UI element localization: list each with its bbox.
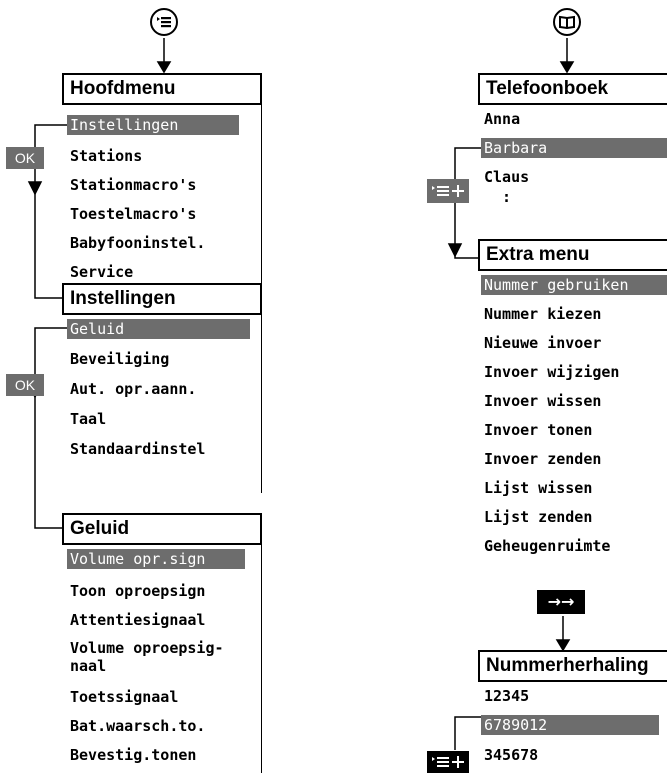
menu-item[interactable]: Invoer wijzigen [484, 363, 620, 381]
redial-entry[interactable]: 12345 [484, 687, 530, 705]
menu-item[interactable]: Taal [70, 410, 107, 428]
menu-item[interactable]: Nieuwe invoer [484, 334, 602, 352]
menu-item[interactable]: Lijst zenden [484, 508, 593, 526]
phonebook-ellipsis: : [502, 188, 512, 206]
menu-item[interactable]: Invoer wissen [484, 392, 602, 410]
extra-menu-title: Extra menu [478, 239, 667, 271]
menu-item[interactable]: Service [70, 263, 134, 281]
menu-item[interactable]: Toestelmacro's [70, 205, 197, 223]
menu-item[interactable]: Attentiesignaal [70, 611, 206, 629]
hoofdmenu-title: Hoofdmenu [62, 73, 262, 105]
phonebook-key-icon[interactable] [553, 8, 581, 36]
options-key-icon[interactable] [427, 751, 469, 773]
menu-item[interactable]: Nummer kiezen [484, 305, 602, 323]
menu-item[interactable]: Stationmacro's [70, 176, 197, 194]
instellingen-panel [62, 315, 262, 493]
phonebook-entry[interactable]: Claus [484, 168, 530, 186]
hoofdmenu-selected[interactable]: Instellingen [67, 115, 239, 135]
instellingen-title: Instellingen [62, 283, 262, 315]
options-key-icon[interactable] [427, 179, 469, 203]
menu-item[interactable]: Bat.waarsch.to. [70, 717, 206, 735]
menu-item[interactable]: Invoer zenden [484, 450, 602, 468]
menu-item[interactable]: Toon oproepsign [70, 582, 206, 600]
menu-item[interactable]: Standaardinstel [70, 440, 206, 458]
phonebook-selected[interactable]: Barbara [481, 138, 667, 158]
redial-key[interactable]: →→ [537, 590, 585, 614]
menu-item[interactable]: Toetssignaal [70, 688, 179, 706]
hoofdmenu-panel [62, 105, 262, 287]
telefoonboek-title: Telefoonboek [478, 73, 667, 105]
ok-key[interactable]: OK [6, 147, 44, 169]
menu-item[interactable]: Invoer tonen [484, 421, 593, 439]
menu-item[interactable]: Lijst wissen [484, 479, 593, 497]
menu-item[interactable]: Bevestig.tonen [70, 746, 197, 764]
menu-key-icon[interactable] [150, 8, 178, 36]
ok-key[interactable]: OK [6, 374, 44, 396]
menu-item[interactable]: Stations [70, 147, 143, 165]
menu-item[interactable]: Volume oproepsig- [70, 639, 224, 657]
phonebook-entry[interactable]: Anna [484, 110, 521, 128]
geluid-title: Geluid [62, 513, 262, 545]
instellingen-selected[interactable]: Geluid [67, 319, 250, 339]
redial-selected[interactable]: 6789012 [481, 715, 659, 735]
menu-item[interactable]: Beveiliging [70, 350, 170, 368]
menu-item[interactable]: Geheugenruimte [484, 537, 611, 555]
geluid-panel [62, 545, 262, 773]
extra-menu-selected[interactable]: Nummer gebruiken [481, 275, 667, 295]
menu-item[interactable]: Babyfooninstel. [70, 234, 206, 252]
menu-item[interactable]: Aut. opr.aann. [70, 380, 197, 398]
nummerherhaling-title: Nummerherhaling [478, 650, 667, 682]
redial-entry[interactable]: 345678 [484, 746, 539, 764]
menu-item: naal [70, 657, 107, 675]
geluid-selected[interactable]: Volume opr.sign [67, 549, 245, 569]
